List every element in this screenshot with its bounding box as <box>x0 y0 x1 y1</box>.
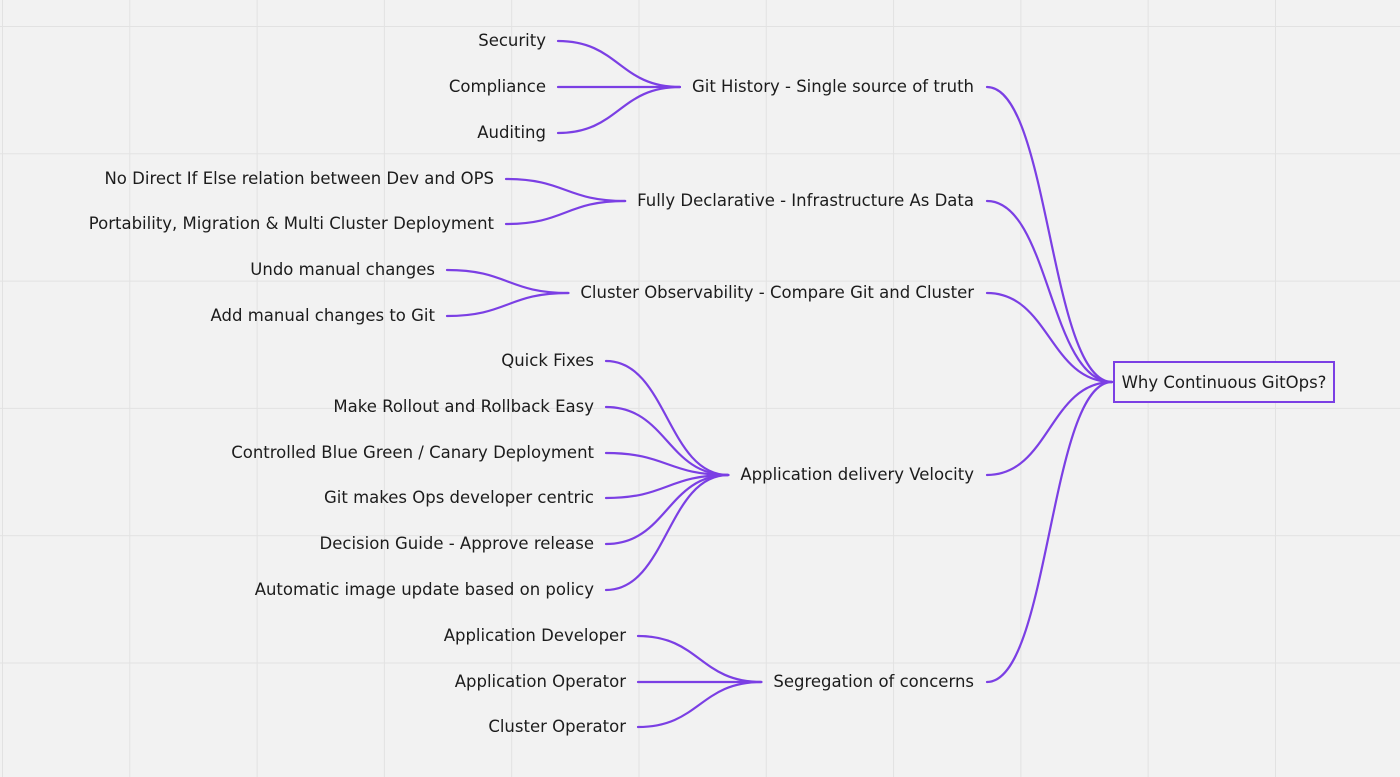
branch-segregation-of-concerns[interactable]: Segregation of concerns <box>773 672 974 691</box>
leaf-rollout-rollback[interactable]: Make Rollout and Rollback Easy <box>333 397 594 416</box>
branch-delivery-velocity[interactable]: Application delivery Velocity <box>740 465 974 484</box>
leaf-blue-green-canary[interactable]: Controlled Blue Green / Canary Deploymen… <box>231 443 594 462</box>
branch-connector <box>985 291 1114 384</box>
leaf-application-operator[interactable]: Application Operator <box>454 672 626 691</box>
branch-connector <box>985 199 1114 384</box>
leaf-connector <box>504 177 627 203</box>
leaf-connector <box>604 451 730 477</box>
leaf-connector <box>504 199 627 226</box>
leaf-connector <box>604 359 730 477</box>
leaf-connector <box>604 473 730 592</box>
leaf-application-developer[interactable]: Application Developer <box>443 626 626 645</box>
leaf-security[interactable]: Security <box>478 31 546 50</box>
branch-connector <box>985 380 1114 477</box>
branch-connector <box>985 85 1114 384</box>
branch-connector <box>985 380 1114 684</box>
leaf-connector <box>604 405 730 477</box>
leaf-no-direct-relation[interactable]: No Direct If Else relation between Dev a… <box>104 169 494 188</box>
leaf-decision-guide[interactable]: Decision Guide - Approve release <box>319 534 594 553</box>
leaf-add-manual-changes[interactable]: Add manual changes to Git <box>210 306 435 325</box>
branch-fully-declarative[interactable]: Fully Declarative - Infrastructure As Da… <box>637 191 974 210</box>
leaf-connector <box>604 473 730 546</box>
leaf-undo-manual-changes[interactable]: Undo manual changes <box>250 260 435 279</box>
leaf-portability[interactable]: Portability, Migration & Multi Cluster D… <box>88 214 494 233</box>
leaf-developer-centric[interactable]: Git makes Ops developer centric <box>324 488 594 507</box>
leaf-connector <box>556 85 682 135</box>
leaf-connector <box>636 680 763 729</box>
leaf-connector <box>445 268 570 295</box>
leaf-connector <box>604 473 730 500</box>
leaf-connector <box>636 634 763 684</box>
leaf-quick-fixes[interactable]: Quick Fixes <box>501 351 594 370</box>
root-label: Why Continuous GitOps? <box>1121 372 1327 392</box>
root-node[interactable]: Why Continuous GitOps? <box>1113 361 1335 403</box>
leaf-auditing[interactable]: Auditing <box>477 123 546 142</box>
leaf-cluster-operator[interactable]: Cluster Operator <box>488 717 626 736</box>
leaf-automatic-image-update[interactable]: Automatic image update based on policy <box>254 580 594 599</box>
leaf-connector <box>556 39 682 89</box>
leaf-compliance[interactable]: Compliance <box>448 77 546 96</box>
branch-git-history[interactable]: Git History - Single source of truth <box>691 77 974 96</box>
branch-cluster-observability[interactable]: Cluster Observability - Compare Git and … <box>580 283 974 302</box>
leaf-connector <box>445 291 570 318</box>
